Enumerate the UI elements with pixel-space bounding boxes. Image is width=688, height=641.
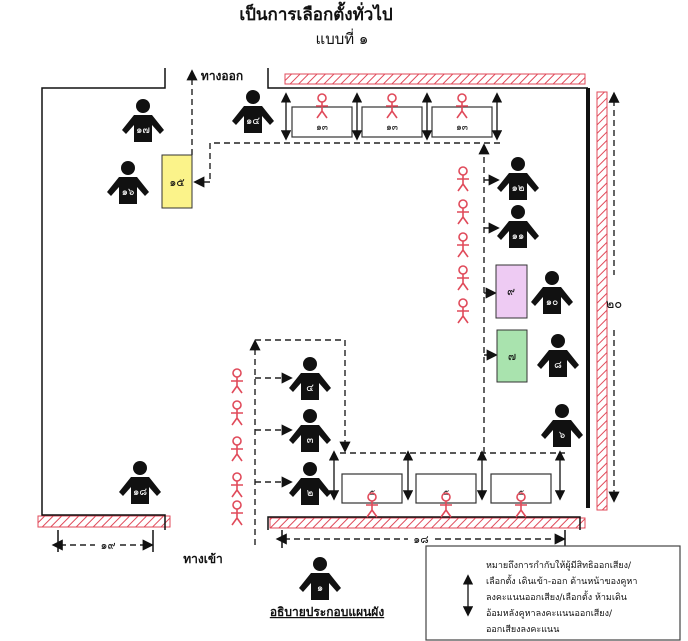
green-table bbox=[496, 329, 528, 383]
person-label: ๔ bbox=[306, 383, 314, 394]
booth-label: ๑๓ bbox=[386, 123, 398, 133]
person-label: ๑ bbox=[317, 583, 323, 594]
official-18: ๑๘ bbox=[119, 461, 161, 504]
dimension-right: ๒๐ bbox=[606, 297, 623, 312]
dimension-bottom-left: ๑๙ bbox=[100, 539, 115, 552]
wall-bottom bbox=[267, 516, 581, 530]
person-label: ๑๖ bbox=[122, 187, 135, 198]
page-subtitle: แบบที่ ๑ bbox=[316, 28, 369, 48]
page-title: เป็นการเลือกตั้งทั่วไป bbox=[239, 1, 393, 25]
official-3: ๓ bbox=[289, 409, 331, 452]
booth-label: ๑๓ bbox=[316, 123, 328, 133]
legend-line: อ้อมหลังคูหาลงคะแนนออกเสียง/ bbox=[486, 608, 613, 619]
wall-hatch-bottom-left bbox=[37, 515, 171, 528]
person-label: ๘ bbox=[554, 360, 562, 371]
wall-left bbox=[41, 68, 166, 530]
person-label: ๑๗ bbox=[136, 125, 150, 136]
voter-queue-right bbox=[456, 166, 470, 324]
legend-line: ลงคะแนนออกเสียง/เลือกตั้ง ห้ามเดิน bbox=[486, 590, 627, 603]
official-17: ๑๗ bbox=[122, 99, 164, 142]
bottom-booths: ๕ ๕ ๕ bbox=[328, 450, 566, 518]
official-16: ๑๖ bbox=[107, 161, 149, 204]
legend-caption: อธิบายประกอบแผนผัง bbox=[270, 605, 385, 619]
person-label: ๑๔ bbox=[246, 116, 260, 127]
person-label: ๒ bbox=[307, 488, 314, 499]
person-label: ๑๐ bbox=[546, 297, 558, 308]
green-table-label: ๗ bbox=[508, 350, 516, 363]
legend: ๑ อธิบายประกอบแผนผัง หมายถึงการกำกับให้ผ… bbox=[270, 545, 681, 641]
official-12: ๑๒ bbox=[497, 157, 539, 200]
flow-path bbox=[255, 339, 351, 453]
official-8: ๘ bbox=[537, 334, 579, 377]
top-booths: ๑๓ ๑๓ ๑๓ bbox=[280, 92, 503, 141]
official-4: ๔ bbox=[289, 357, 331, 400]
purple-table bbox=[495, 264, 528, 319]
ballot-box bbox=[161, 154, 193, 209]
exit-label: ทางออก bbox=[201, 69, 243, 83]
dimension-bottom-right: ๑๘ bbox=[413, 533, 428, 546]
official-11: ๑๑ bbox=[497, 205, 539, 248]
person-label: ๑๑ bbox=[512, 231, 525, 242]
ballot-box-label: ๑๕ bbox=[169, 176, 184, 189]
wall-hatch-right bbox=[596, 91, 608, 511]
voter-queue-left bbox=[230, 368, 244, 526]
legend-line: หมายถึงการกำกับให้ผู้มีสิทธิออกเสียง/ bbox=[486, 560, 632, 571]
official-14: ๑๔ bbox=[232, 90, 274, 133]
legend-line: ออกเสียงลงคะแนน bbox=[486, 624, 559, 635]
official-6: ๖ bbox=[541, 404, 583, 447]
official-10: ๑๐ bbox=[531, 271, 573, 314]
entrance-label: ทางเข้า bbox=[183, 552, 223, 566]
person-label: ๓ bbox=[307, 435, 314, 446]
booth-label: ๑๓ bbox=[456, 123, 468, 133]
wall-hatch-bottom-right bbox=[269, 517, 586, 529]
person-label: ๑๒ bbox=[512, 183, 525, 194]
person-label: ๑๘ bbox=[133, 487, 147, 498]
wall-top bbox=[267, 68, 588, 89]
wall-hatch-top bbox=[284, 73, 586, 85]
official-2: ๒ bbox=[289, 462, 331, 505]
flow-path-exit bbox=[209, 142, 500, 182]
person-label: ๖ bbox=[559, 430, 565, 441]
purple-table-label: ๙ bbox=[507, 285, 515, 298]
legend-line: เลือกตั้ง เดินเข้า-ออก ด้านหน้าของคูหา bbox=[486, 574, 637, 587]
